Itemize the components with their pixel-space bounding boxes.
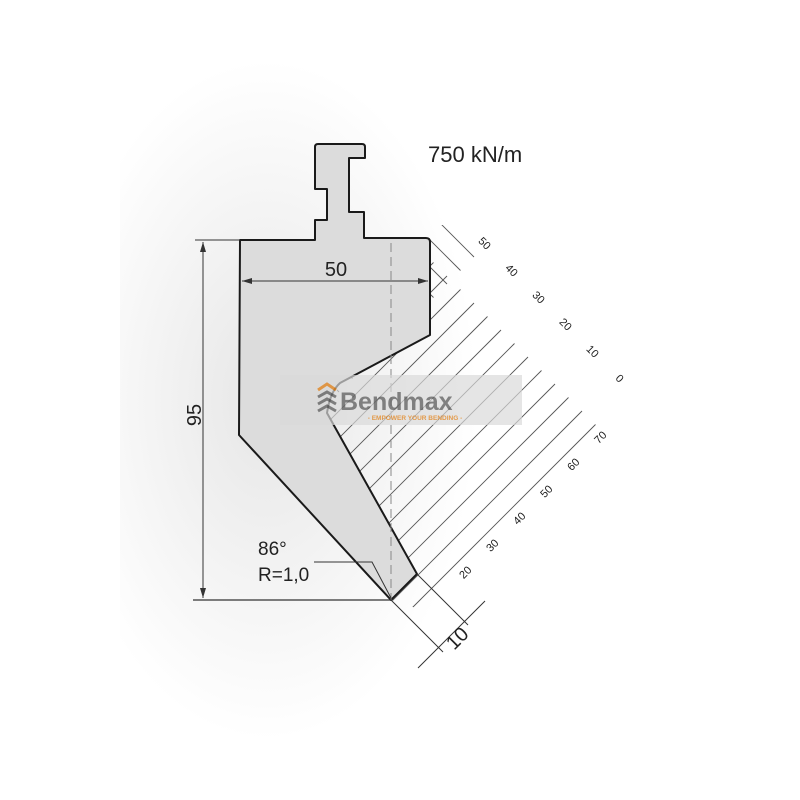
height-dimension: 95	[184, 404, 206, 426]
tip-extension-line	[416, 573, 469, 626]
angle-label: 86°	[258, 539, 287, 560]
bendmax-logo-icon	[317, 382, 337, 413]
tip-extension-line	[390, 599, 444, 653]
radius-leader	[314, 561, 392, 599]
watermark: Bendmax - EMPOWER YOUR BENDING -	[280, 375, 522, 425]
scale-bottom-label: 70	[592, 429, 609, 446]
grid-line	[388, 424, 596, 632]
scale-bottom-label: 50	[538, 483, 555, 500]
capacity-label: 750 kN/m	[428, 142, 522, 167]
scale-top-label: 10	[584, 343, 601, 360]
watermark-band	[280, 375, 522, 425]
grid-line	[375, 410, 583, 618]
watermark-brand: Bendmax	[340, 388, 453, 416]
scale-top-label: 0	[613, 372, 626, 385]
width-dimension: 50	[325, 259, 347, 281]
scale-bottom-label: 60	[565, 456, 582, 473]
watermark-tagline: - EMPOWER YOUR BENDING -	[368, 415, 463, 422]
radius-label: R=1,0	[258, 565, 309, 586]
scale-top-label: 20	[557, 316, 574, 333]
tip-dimension-line	[417, 600, 486, 669]
